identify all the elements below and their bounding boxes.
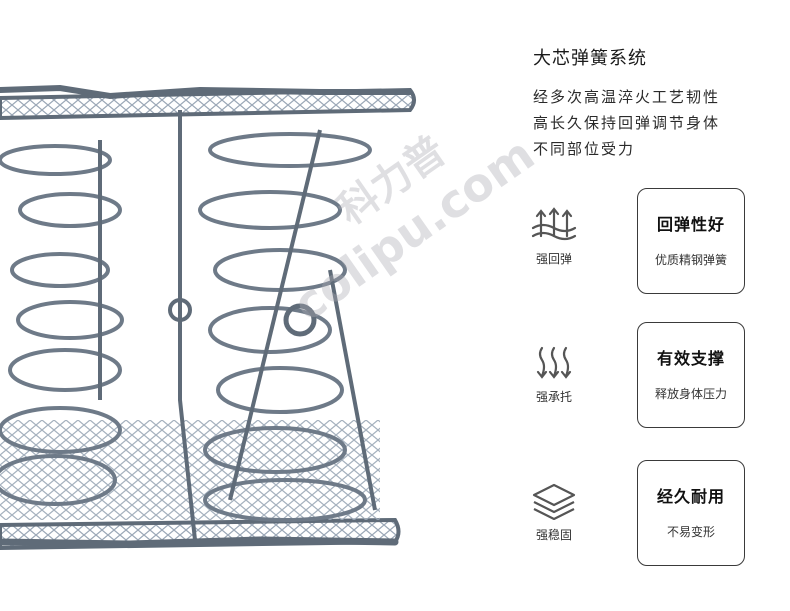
card-subtitle: 不易变形: [666, 525, 715, 539]
feature-stability: 强稳固: [527, 482, 581, 543]
feature-icon-label: 强回弹: [535, 252, 572, 266]
stacked-layers-icon: [532, 483, 576, 520]
feature-icon-label: 强承托: [535, 390, 572, 404]
card-subtitle: 优质精钢弹簧: [654, 253, 727, 267]
feature-rebound: 强回弹: [527, 206, 581, 267]
feature-card-support: 有效支撑 释放身体压力: [637, 322, 745, 428]
feature-icon-label: 强稳固: [535, 528, 572, 542]
card-title: 经久耐用: [656, 487, 725, 506]
card-title: 回弹性好: [656, 215, 725, 234]
feature-card-rebound: 回弹性好 优质精钢弹簧: [637, 188, 745, 294]
card-title: 有效支撑: [656, 349, 725, 368]
description-line: 不同部位受力: [533, 140, 636, 158]
spring-unit-illustration: [0, 84, 416, 551]
feature-card-stability: 经久耐用 不易变形: [637, 460, 745, 566]
product-description: 经多次高温淬火工艺韧性 高长久保持回弹调节身体 不同部位受力: [533, 84, 783, 162]
product-title: 大芯弹簧系统: [533, 48, 647, 69]
description-line: 经多次高温淬火工艺韧性: [533, 88, 721, 106]
feature-support: 强承托: [527, 344, 581, 405]
card-subtitle: 释放身体压力: [654, 387, 727, 401]
downward-arrows-icon: [536, 346, 572, 379]
description-line: 高长久保持回弹调节身体: [533, 114, 721, 132]
upward-arrows-wave-icon: [531, 207, 577, 241]
